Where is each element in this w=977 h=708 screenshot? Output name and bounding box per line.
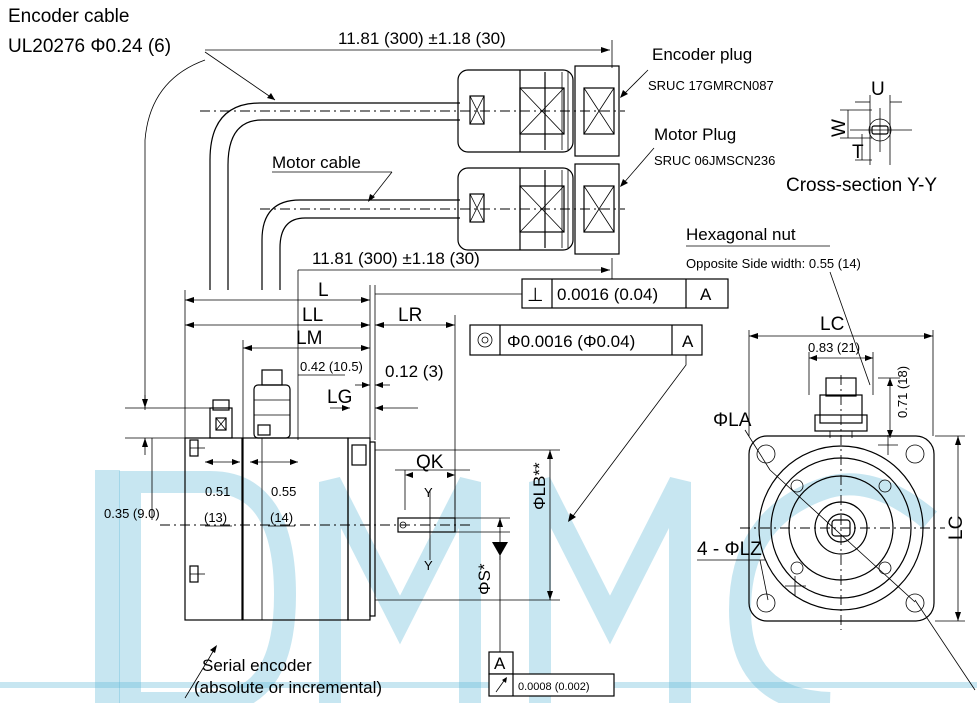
y-bottom: Y <box>424 558 433 573</box>
concentricity-frame: Φ0.0016 (Φ0.04) A <box>469 324 703 356</box>
dim-lg: LG <box>327 387 352 408</box>
lc-top: LC <box>820 314 844 335</box>
perp-datum: A <box>700 285 712 304</box>
cross-section-yy <box>840 95 912 165</box>
mid-length-dim: 11.81 (300) ±1.18 (30) <box>312 249 480 268</box>
encoder-cable-label: Encoder cable <box>8 6 129 27</box>
dim-lr: LR <box>398 305 422 326</box>
motor-plug-part: SRUC 06JMSCN236 <box>654 153 775 168</box>
dim-051: 0.51 <box>205 484 230 499</box>
dim-012: 0.12 (3) <box>385 362 444 381</box>
hex-nut-label: Hexagonal nut <box>686 225 796 244</box>
top-length-dim: 11.81 (300) ±1.18 (30) <box>338 29 506 48</box>
y-top: Y <box>424 485 433 500</box>
datum-a: A <box>494 654 506 673</box>
dim-14: (14) <box>270 510 293 525</box>
encoder-cable-spec: UL20276 Φ0.24 (6) <box>8 36 171 57</box>
cs-w-label: W <box>829 119 850 137</box>
dim-083: 0.83 (21) <box>808 340 860 355</box>
conc-datum: A <box>682 332 694 351</box>
motor-front-view <box>740 330 976 691</box>
encoder-plug-part: SRUC 17GMRCN087 <box>648 78 774 93</box>
cs-u-label: U <box>871 79 885 100</box>
encoder-plug-label: Encoder plug <box>652 45 752 64</box>
dim-055: 0.55 <box>271 484 296 499</box>
perp-value: 0.0016 (0.04) <box>557 285 658 304</box>
serial-encoder-label: Serial encoder <box>202 656 312 675</box>
datum-runout-frame: A 0.0008 (0.002) <box>488 651 615 697</box>
dim-ll: LL <box>302 305 323 326</box>
dim-042: 0.42 (10.5) <box>300 359 363 374</box>
dim-13: (13) <box>204 510 227 525</box>
cross-section-label: Cross-section Y-Y <box>786 175 937 196</box>
dim-071: 0.71 (18) <box>895 366 910 418</box>
perpendicularity-frame: ⊥ 0.0016 (0.04) A <box>521 278 729 309</box>
motor-plug-label: Motor Plug <box>654 125 736 144</box>
dim-035: 0.35 (9.0) <box>104 506 160 521</box>
dim-l: L <box>318 280 329 301</box>
phi-la: ΦLA <box>713 410 752 431</box>
dim-qk: QK <box>416 452 444 473</box>
perp-symbol: ⊥ <box>527 285 544 306</box>
lc-side: LC <box>946 516 967 540</box>
conc-value: Φ0.0016 (Φ0.04) <box>507 332 635 351</box>
dim-s: ΦS* <box>475 563 494 595</box>
serial-encoder-type: (absolute or incremental) <box>194 678 382 697</box>
cs-t-label: T <box>852 142 864 163</box>
motor-side-view <box>160 369 560 652</box>
hex-nut-width: Opposite Side width: 0.55 (14) <box>686 256 861 271</box>
runout-value: 0.0008 (0.002) <box>518 681 590 693</box>
motor-cable-label: Motor cable <box>272 153 361 172</box>
phi-lz: 4 - ΦLZ <box>697 539 762 560</box>
dim-lb: ΦLB** <box>530 462 549 510</box>
dim-lm: LM <box>296 328 322 349</box>
